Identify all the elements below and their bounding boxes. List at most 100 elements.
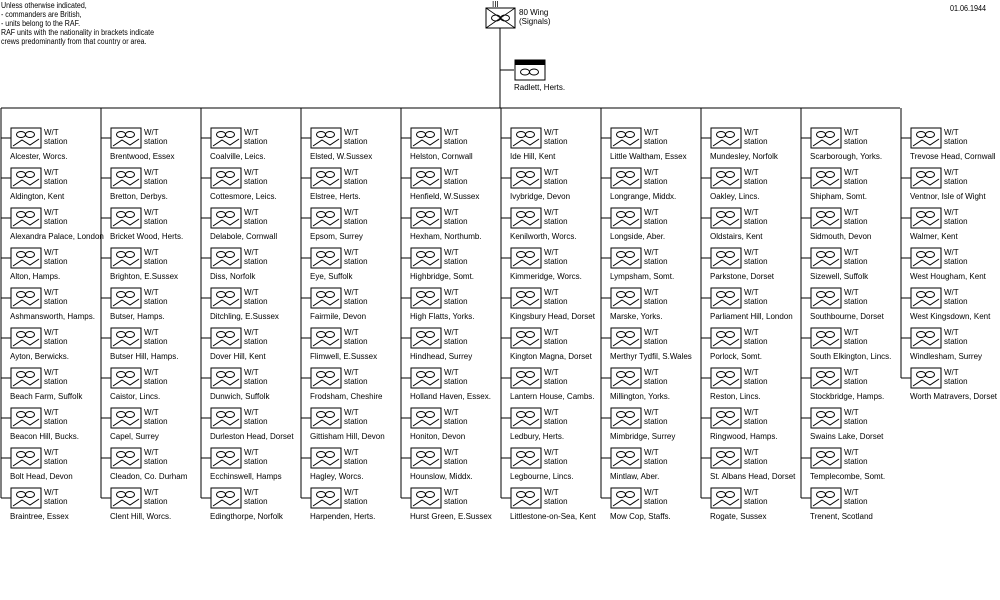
station-type-label: W/T bbox=[544, 408, 559, 417]
station-type-label: W/T bbox=[544, 128, 559, 137]
station-type-label: station bbox=[744, 337, 768, 346]
station-type-label: W/T bbox=[444, 368, 459, 377]
station-type-label: W/T bbox=[944, 128, 959, 137]
signals-loop-icon bbox=[125, 451, 135, 458]
signals-loop-icon bbox=[625, 251, 635, 258]
radio-zigzag-icon bbox=[612, 138, 640, 147]
signals-loop-icon bbox=[525, 211, 535, 218]
station-location-label: Ventnor, Isle of Wight bbox=[910, 192, 986, 201]
station-location-label: Ivybridge, Devon bbox=[510, 192, 570, 201]
signals-loop-icon bbox=[525, 331, 535, 338]
station-type-label: station bbox=[244, 137, 268, 146]
radio-zigzag-icon bbox=[312, 138, 340, 147]
signals-loop-icon bbox=[225, 491, 235, 498]
station-symbol bbox=[510, 327, 542, 349]
station-type-label: station bbox=[844, 137, 868, 146]
signals-loop-icon bbox=[529, 68, 539, 76]
station-type-label: station bbox=[144, 497, 168, 506]
station-type-label: station bbox=[544, 337, 568, 346]
signals-loop-icon bbox=[325, 491, 335, 498]
station-symbol bbox=[10, 407, 42, 429]
radio-zigzag-icon bbox=[12, 258, 40, 267]
radio-zigzag-icon bbox=[412, 298, 440, 307]
signals-loop-icon bbox=[625, 371, 635, 378]
station-type-label: W/T bbox=[844, 408, 859, 417]
station-type-label: W/T bbox=[744, 408, 759, 417]
hq-unit: III 80 Wing (Signals) bbox=[485, 0, 551, 29]
station-type-label: station bbox=[644, 337, 668, 346]
station-type-label: W/T bbox=[44, 168, 59, 177]
station-location-label: Longrange, Middx. bbox=[610, 192, 676, 201]
signals-loop-icon bbox=[25, 291, 35, 298]
station-type-label: station bbox=[244, 177, 268, 186]
station-location-label: Parkstone, Dorset bbox=[710, 272, 775, 281]
signals-loop-icon bbox=[525, 371, 535, 378]
radio-zigzag-icon bbox=[912, 218, 940, 227]
signals-loop-icon bbox=[625, 291, 635, 298]
radio-zigzag-icon bbox=[912, 298, 940, 307]
station-location-label: Holland Haven, Essex. bbox=[410, 392, 491, 401]
signals-loop-icon bbox=[525, 251, 535, 258]
station-type-label: W/T bbox=[444, 288, 459, 297]
station-location-label: Edingthorpe, Norfolk bbox=[210, 512, 284, 521]
station-symbol bbox=[110, 407, 142, 429]
station-type-label: W/T bbox=[544, 488, 559, 497]
station-type-label: W/T bbox=[244, 208, 259, 217]
signals-loop-icon bbox=[725, 251, 735, 258]
radio-zigzag-icon bbox=[612, 378, 640, 387]
station-symbol bbox=[10, 487, 42, 509]
station-location-label: Gittisham Hill, Devon bbox=[310, 432, 385, 441]
station-location-label: Delabole, Cornwall bbox=[210, 232, 277, 241]
station-symbol bbox=[410, 287, 442, 309]
station-symbol bbox=[10, 367, 42, 389]
station-type-label: station bbox=[844, 217, 868, 226]
station-type-label: W/T bbox=[544, 248, 559, 257]
radio-zigzag-icon bbox=[512, 258, 540, 267]
station-symbol bbox=[310, 367, 342, 389]
station-type-label: W/T bbox=[744, 248, 759, 257]
station-location-label: Honiton, Devon bbox=[410, 432, 465, 441]
station-type-label: station bbox=[44, 177, 68, 186]
station-location-label: Templecombe, Somt. bbox=[810, 472, 885, 481]
radio-zigzag-icon bbox=[112, 178, 140, 187]
station-type-label: W/T bbox=[344, 328, 359, 337]
station-location-label: High Flatts, Yorks. bbox=[410, 312, 474, 321]
signals-loop-icon bbox=[425, 451, 435, 458]
station-location-label: Beach Farm, Suffolk bbox=[10, 392, 83, 401]
radio-zigzag-icon bbox=[412, 378, 440, 387]
station-symbol bbox=[610, 407, 642, 429]
station-type-label: W/T bbox=[744, 168, 759, 177]
station-symbol bbox=[310, 447, 342, 469]
station-symbol bbox=[610, 447, 642, 469]
station-type-label: station bbox=[744, 297, 768, 306]
signals-loop-icon bbox=[925, 131, 935, 138]
station-location-label: Rogate, Sussex bbox=[710, 512, 766, 521]
station-type-label: W/T bbox=[444, 448, 459, 457]
station-symbol bbox=[210, 127, 242, 149]
station-type-label: station bbox=[944, 177, 968, 186]
station-type-label: W/T bbox=[44, 128, 59, 137]
signals-loop-icon bbox=[225, 411, 235, 418]
station-location-label: Hexham, Northumb. bbox=[410, 232, 482, 241]
legend-notes: Unless otherwise indicated, - commanders… bbox=[1, 1, 154, 46]
station-location-label: Coalville, Leics. bbox=[210, 152, 266, 161]
signals-loop-icon bbox=[125, 131, 135, 138]
signals-loop-icon bbox=[425, 211, 435, 218]
radio-zigzag-icon bbox=[912, 378, 940, 387]
station-type-label: W/T bbox=[744, 448, 759, 457]
radio-zigzag-icon bbox=[912, 258, 940, 267]
